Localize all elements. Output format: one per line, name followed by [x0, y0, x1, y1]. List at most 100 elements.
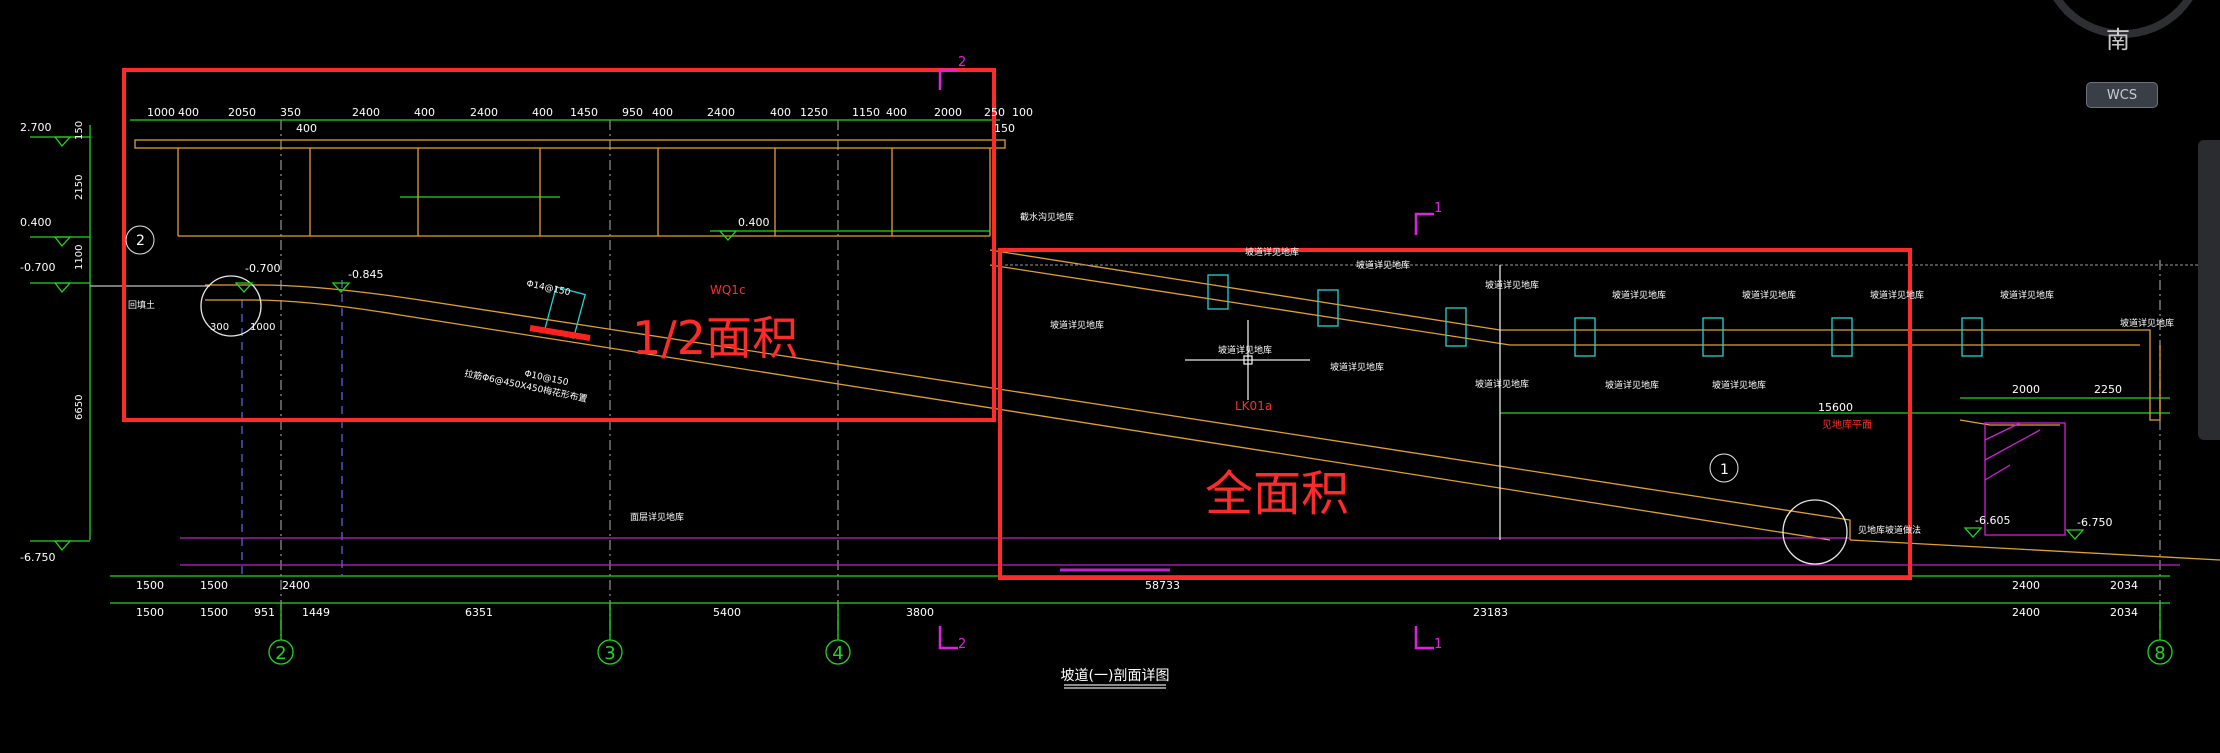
bottom-r1-2: 1500: [200, 579, 228, 592]
navigation-bar[interactable]: [2198, 140, 2220, 440]
note-10: 坡道详见地库: [1870, 289, 1924, 301]
rebar-note-1: Φ14@150: [525, 279, 571, 298]
dimension-lines: [30, 119, 2170, 604]
bottom-r2-5: 6351: [465, 606, 493, 619]
section-1-top: 1: [1434, 201, 1442, 216]
top-dim-16: 400: [886, 106, 907, 119]
left-dim-6650: 6650: [74, 395, 85, 420]
note-6: 坡道详见地库: [1356, 259, 1410, 271]
compass-south-label: 南: [2106, 26, 2130, 54]
bottom-r2-7: 3800: [906, 606, 934, 619]
top-dim-8: 400: [532, 106, 553, 119]
top-dim-4: 350: [280, 106, 301, 119]
top-dim-7: 2400: [470, 106, 498, 119]
detail-circles: [200, 265, 1848, 565]
top-dim-14: 1250: [800, 106, 828, 119]
top-dim-1: 1000: [147, 106, 175, 119]
right-dim-2000: 2000: [2012, 383, 2040, 396]
left-dim-2150: 2150: [74, 175, 85, 200]
wcs-menu-button[interactable]: WCS: [2086, 82, 2158, 108]
section-1-bottom: 1: [1434, 637, 1442, 652]
top-dim-13: 400: [770, 106, 791, 119]
blue-dashed-lines: [241, 280, 343, 576]
label-wq1c: WQ1c: [710, 283, 746, 297]
elev-end-m6605: -6.605: [1975, 514, 2010, 527]
note-11: 坡道详见地库: [2000, 289, 2054, 301]
half-area-box: [122, 68, 996, 422]
drain-boxes: [543, 274, 1983, 357]
axis-lines: [280, 120, 2161, 640]
note-5: 坡道详见地库: [1245, 246, 1299, 258]
section-marks: [938, 68, 1434, 650]
small-dim-1000: 1000: [250, 322, 275, 333]
top-dim-15: 1150: [852, 106, 880, 119]
ramp-structure: [134, 139, 2220, 561]
label-lk01a: LK01a: [1235, 399, 1272, 413]
note-15: 坡道详见地库: [1475, 378, 1529, 390]
bottom-r2-3: 951: [254, 606, 275, 619]
section-2-top: 2: [958, 55, 966, 70]
bottom-r2-6: 5400: [713, 606, 741, 619]
right-dim-15600: 15600: [1818, 401, 1853, 414]
note-4: 坡道详见地库: [1050, 319, 1104, 331]
elev-m0700: -0.700: [20, 261, 55, 274]
sub-dim-150: 150: [994, 122, 1015, 135]
top-dim-17: 2000: [934, 106, 962, 119]
note-2: 回填土: [128, 299, 155, 311]
drawing-title: 坡道(一)剖面详图: [1061, 668, 1170, 684]
top-dim-18: 250: [984, 106, 1005, 119]
elev-end-m6750: -6.750: [2077, 516, 2112, 529]
note-18: 见地库坡道做法: [1858, 524, 1921, 536]
section-2-bottom: 2: [958, 637, 966, 652]
hatched-wall: [1984, 422, 2066, 536]
bottom-r2-4: 1449: [302, 606, 330, 619]
bottom-r2-2: 1500: [200, 606, 228, 619]
half-area-annotation: 1/2面积: [632, 311, 798, 365]
note-7: 坡道详见地库: [1485, 279, 1539, 291]
axis-label-2: 2: [275, 643, 286, 664]
bottom-r1-3: 2400: [282, 579, 310, 592]
axis-label-8: 8: [2154, 643, 2165, 664]
bottom-r2-1: 1500: [136, 606, 164, 619]
note-8: 坡道详见地库: [1612, 289, 1666, 301]
top-dim-10: 950: [622, 106, 643, 119]
full-area-annotation: 全面积: [1205, 466, 1349, 522]
bottom-r1-6: 2034: [2110, 579, 2138, 592]
left-dim-150: 150: [74, 121, 85, 140]
top-dim-12: 2400: [707, 106, 735, 119]
bottom-r1-4: 58733: [1145, 579, 1180, 592]
bottom-r2-9: 2400: [2012, 606, 2040, 619]
full-area-box: [998, 248, 1912, 580]
elevation-symbols: [53, 136, 2085, 552]
note-3: 面层详见地库: [630, 511, 684, 523]
left-dim-1100: 1100: [74, 245, 85, 270]
bottom-r2-8: 23183: [1473, 606, 1508, 619]
elev-ramp-m0845: -0.845: [348, 268, 383, 281]
bottom-r1-1: 1500: [136, 579, 164, 592]
callout-1: 1: [1720, 462, 1729, 478]
note-17: 坡道详见地库: [1712, 379, 1766, 391]
top-dim-9: 1450: [570, 106, 598, 119]
label-red-note: 见地库平面: [1822, 418, 1872, 431]
small-dim-300: 300: [210, 322, 229, 333]
top-dim-19: 100: [1012, 106, 1033, 119]
callout-2: 2: [136, 233, 145, 249]
top-dim-3: 2050: [228, 106, 256, 119]
elev-slab-0400: 0.400: [738, 216, 770, 229]
note-1: 截水沟见地库: [1020, 211, 1074, 223]
top-dim-5: 2400: [352, 106, 380, 119]
right-dim-2250: 2250: [2094, 383, 2122, 396]
note-13: 坡道详见地库: [1218, 344, 1272, 356]
note-9: 坡道详见地库: [1742, 289, 1796, 301]
axis-label-4: 4: [832, 643, 843, 664]
axis-bubbles: [268, 603, 2173, 665]
note-14: 坡道详见地库: [1330, 361, 1384, 373]
elev-m6750: -6.750: [20, 551, 55, 564]
top-dim-6: 400: [414, 106, 435, 119]
top-dim-2: 400: [178, 106, 199, 119]
note-12: 坡道详见地库: [2120, 317, 2174, 329]
axis-label-3: 3: [604, 643, 615, 664]
elev-0400: 0.400: [20, 216, 52, 229]
rebar-mark: [529, 325, 591, 341]
